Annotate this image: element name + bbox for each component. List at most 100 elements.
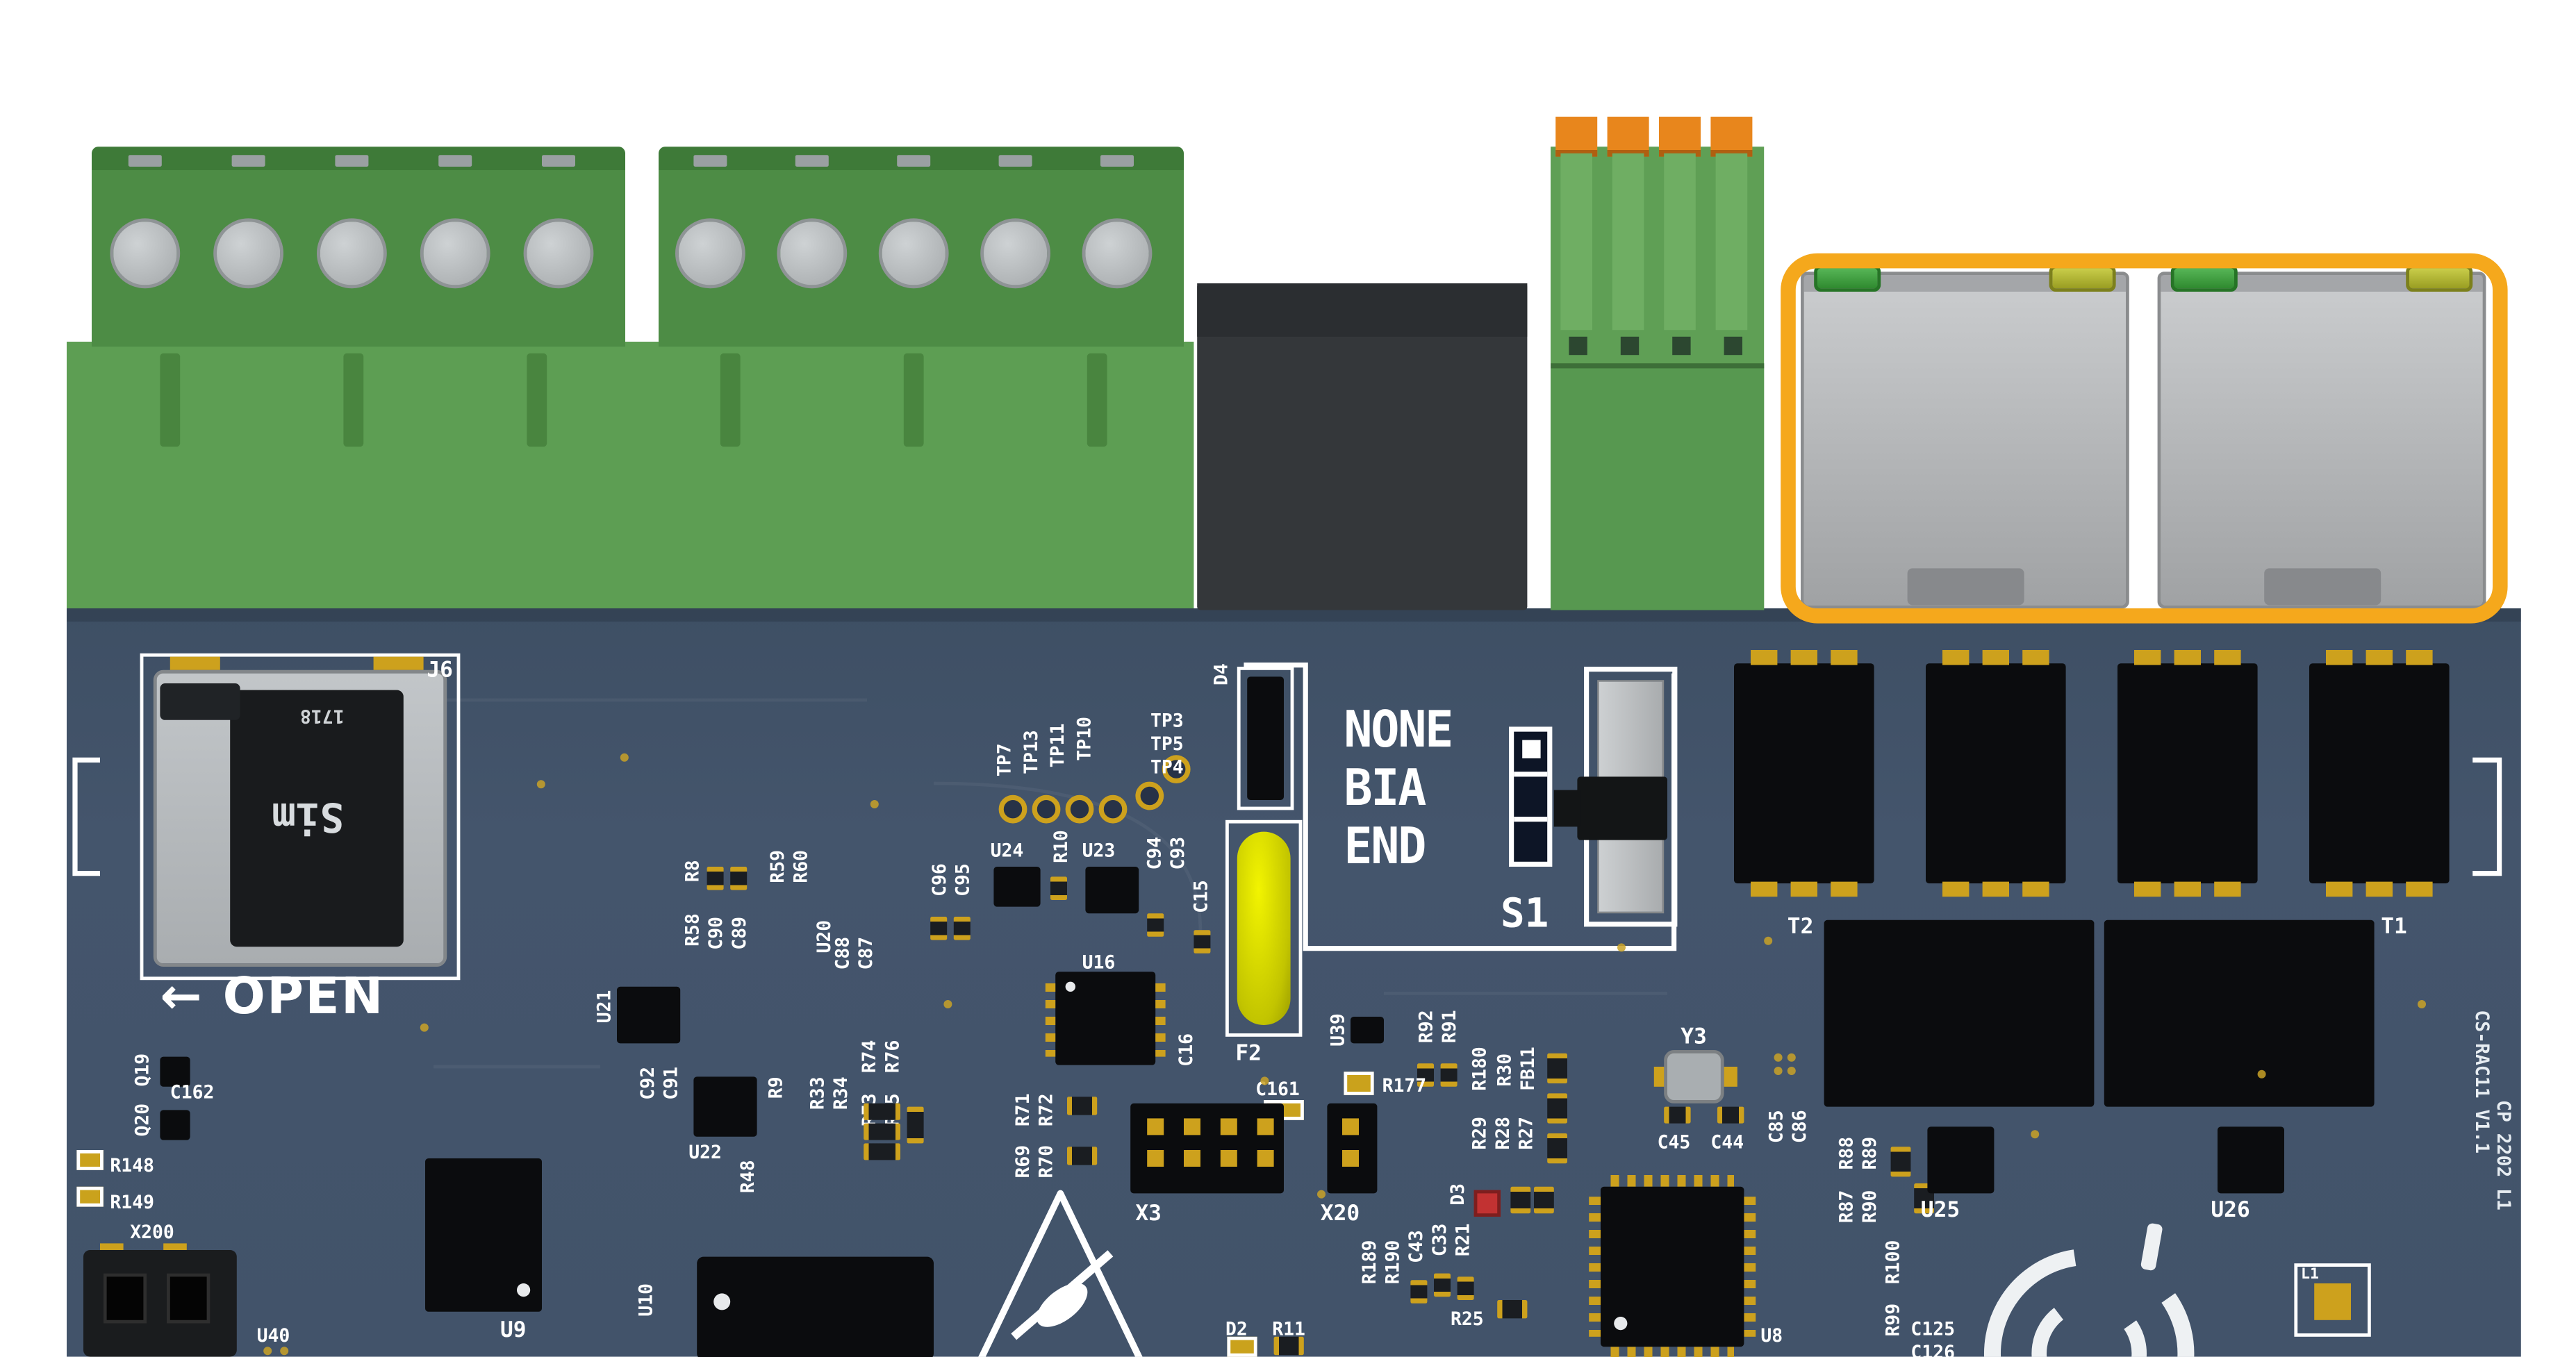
passive-chip (1497, 1300, 1528, 1319)
u25-ic (1927, 1126, 1995, 1194)
header-pin (1184, 1118, 1201, 1135)
opto-component (2309, 663, 2450, 883)
passive-chip (1547, 1053, 1567, 1084)
passive-chip (1717, 1106, 1744, 1124)
u10-pin1-dot (713, 1293, 731, 1310)
u16-pin1-dot (1065, 981, 1076, 992)
wire-slot (795, 155, 829, 167)
wire-slot (335, 155, 369, 167)
s1-switch-knob[interactable] (1577, 776, 1667, 840)
mcu-pins-left (1589, 1197, 1601, 1337)
passive-chip (1457, 1276, 1474, 1301)
screw-terminal[interactable] (523, 218, 594, 289)
opto-component (2117, 663, 2258, 883)
mcu-pins-top (1610, 1175, 1734, 1187)
mcu-pins-right (1744, 1197, 1756, 1337)
plug-ridge (1612, 153, 1644, 331)
label-r88: R88 (1835, 1136, 1858, 1170)
label-c94: C94 (1143, 836, 1166, 870)
solder-pad (2134, 881, 2161, 897)
label-tp7: TP7 (993, 743, 1016, 777)
rj45-jack-1[interactable] (1801, 265, 2129, 609)
label-r28: R28 (1492, 1117, 1514, 1150)
wire-slot (128, 155, 162, 167)
label-tp3: TP3 (1150, 710, 1184, 732)
via (1764, 936, 1773, 945)
sim-silkscreen-outline (140, 653, 461, 981)
mcu-pins-bottom (1610, 1347, 1734, 1357)
wire-slot (542, 155, 576, 167)
passive-chip (1547, 1133, 1567, 1164)
solder-pad (1831, 650, 1858, 665)
test-point (1162, 755, 1191, 783)
label-r91: R91 (1439, 1010, 1461, 1044)
solder-pad (1942, 650, 1970, 665)
terminal-strip-base (67, 342, 1194, 609)
via (263, 1347, 272, 1356)
label-c96: C96 (928, 863, 950, 897)
label-r48: R48 (736, 1160, 759, 1194)
screw-terminal[interactable] (110, 218, 181, 289)
label-u20: U20 (814, 919, 836, 954)
label-q20: Q20 (131, 1103, 154, 1137)
label-r69: R69 (1012, 1144, 1034, 1179)
u16-pins-right (1155, 983, 1166, 1057)
label-c95: C95 (952, 863, 974, 897)
label-r58: R58 (682, 913, 704, 947)
rj45-highlight-annotation (1781, 253, 2508, 624)
x3-header[interactable] (1130, 1103, 1285, 1194)
solder-pad (1724, 1067, 1737, 1087)
screw-terminal[interactable] (980, 218, 1050, 289)
label-r29: R29 (1469, 1117, 1491, 1150)
solder-pad (1831, 881, 1858, 897)
black-connector[interactable] (1197, 283, 1528, 610)
label-tp11: TP11 (1047, 723, 1069, 768)
sim-date-code: 1718 (300, 705, 345, 727)
passive-chip (1534, 1186, 1554, 1214)
via (1260, 1076, 1269, 1085)
transformer-t2 (1824, 919, 2095, 1107)
screw-terminal[interactable] (777, 218, 848, 289)
screw-terminal[interactable] (675, 218, 745, 289)
label-r87: R87 (1835, 1190, 1858, 1224)
label-r27: R27 (1515, 1117, 1537, 1150)
label-u39: U39 (1327, 1013, 1349, 1047)
x20-header[interactable] (1327, 1103, 1378, 1194)
passive-chip (1194, 930, 1211, 954)
plug-ridge (1664, 153, 1696, 331)
screw-terminal[interactable] (878, 218, 949, 289)
screw-terminal[interactable] (317, 218, 387, 289)
r148-resistor (76, 1150, 104, 1170)
label-u16: U16 (1082, 951, 1116, 974)
label-r177: R177 (1382, 1075, 1427, 1097)
rj45-latch (2264, 568, 2381, 606)
screw-terminal[interactable] (213, 218, 284, 289)
label-r190: R190 (1382, 1240, 1404, 1285)
solder-pad (2174, 650, 2202, 665)
label-r25: R25 (1451, 1308, 1484, 1331)
plug-pin-orange (1607, 117, 1649, 157)
l1-inductor (2314, 1283, 2352, 1320)
rj45-latch (1907, 568, 2024, 606)
x200-connector[interactable] (83, 1250, 237, 1357)
label-c45: C45 (1657, 1131, 1691, 1154)
screw-terminal[interactable] (1082, 218, 1153, 289)
rj45-jack-2[interactable] (2157, 265, 2486, 609)
solder-pad (2134, 650, 2161, 665)
via (420, 1023, 429, 1032)
label-r148: R148 (110, 1155, 155, 1177)
sim-gold-tab (373, 656, 424, 670)
solder-pad (1982, 881, 2009, 897)
switch-option-bia: BIA (1344, 760, 1426, 819)
plug-pin-orange (1710, 117, 1753, 157)
label-u25: U25 (1920, 1198, 1960, 1224)
sim-slider-tab[interactable] (160, 683, 240, 720)
screw-terminal[interactable] (420, 218, 490, 289)
label-c126: C126 (1910, 1342, 1955, 1357)
label-y3: Y3 (1681, 1025, 1707, 1050)
header-pin (1220, 1118, 1237, 1135)
label-c86: C86 (1789, 1110, 1811, 1144)
test-point (1065, 794, 1094, 824)
label-r10: R10 (1050, 830, 1073, 863)
label-u22: U22 (688, 1142, 722, 1164)
